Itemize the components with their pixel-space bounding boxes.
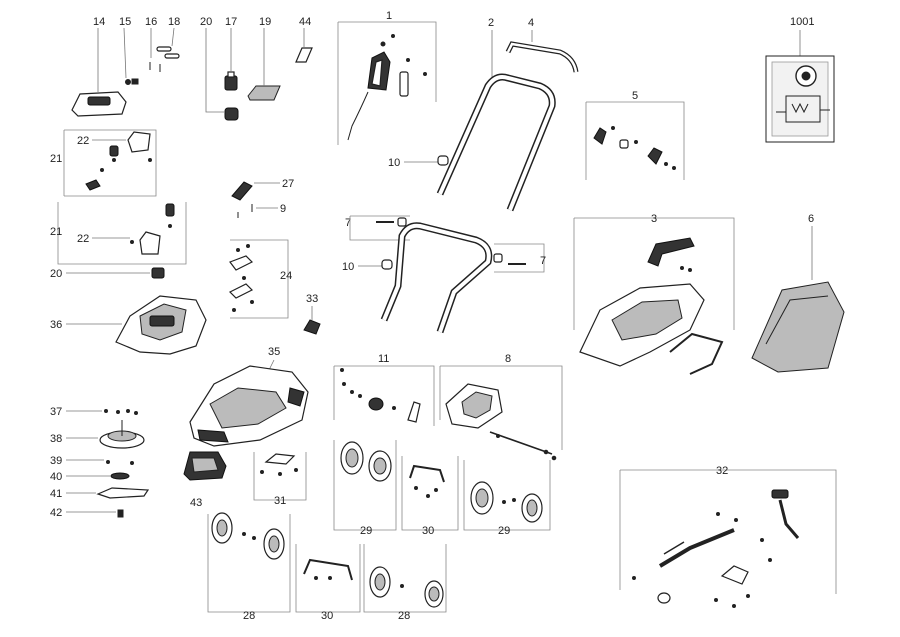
callout-36: 36 [50, 319, 62, 331]
part-height-adjuster-11 [340, 368, 421, 423]
part-lower-handle [380, 222, 493, 334]
part-rear-wheels-29-left [340, 441, 392, 482]
part-rear-wheels-29-right [470, 481, 543, 523]
callout-20-top: 20 [200, 16, 212, 28]
part-bail-bar-4 [505, 41, 579, 73]
callout-33: 33 [306, 293, 318, 305]
part-motor-38 [99, 420, 145, 449]
part-battery-holder-22-top [85, 131, 152, 191]
callout-43: 43 [190, 497, 202, 509]
part-grass-bag-6 [751, 281, 845, 373]
callout-1001: 1001 [790, 16, 814, 28]
callout-44: 44 [299, 16, 311, 28]
part-clamp-lever-27 [231, 181, 253, 201]
callout-28-right: 28 [398, 610, 410, 622]
part-grass-box-frame-3 [579, 237, 724, 375]
part-mulching-kit-32 [632, 489, 800, 608]
part-knob-10-top [437, 155, 449, 166]
part-cable-clip-5 [593, 126, 676, 170]
part-fan-39 [106, 460, 134, 465]
callout-16: 16 [145, 16, 157, 28]
part-knob-20-top [224, 107, 239, 121]
callout-3: 3 [651, 213, 657, 225]
callout-40: 40 [50, 471, 62, 483]
callout-22-bottom: 22 [77, 233, 89, 245]
part-bracket-18 [156, 46, 180, 59]
part-knob-20-bottom [151, 267, 165, 279]
part-axle-30-top [409, 464, 445, 498]
part-screw-9 [237, 204, 253, 218]
callout-1: 1 [386, 10, 392, 22]
callout-6: 6 [808, 213, 814, 225]
callout-29-left: 29 [360, 525, 372, 537]
part-bracket-33 [303, 319, 321, 335]
part-manual-19 [247, 85, 281, 101]
callout-19: 19 [259, 16, 271, 28]
part-rear-flap-8 [445, 383, 557, 461]
callout-20-bottom: 20 [50, 268, 62, 280]
callout-22-top: 22 [77, 135, 89, 147]
callout-8: 8 [505, 353, 511, 365]
callout-37: 37 [50, 406, 62, 418]
callout-30-bottom: 30 [321, 610, 333, 622]
callout-21-bottom: 21 [50, 226, 62, 238]
callout-35: 35 [268, 346, 280, 358]
callout-14: 14 [93, 16, 105, 28]
part-switch-box-1 [347, 34, 427, 141]
callout-2: 2 [488, 17, 494, 29]
part-cover-plate-31 [260, 453, 298, 476]
part-front-wheels-28-left [211, 512, 285, 560]
callout-17: 17 [225, 16, 237, 28]
callout-24: 24 [280, 270, 292, 282]
part-screw-7-left [376, 217, 407, 227]
callout-28-left: 28 [243, 610, 255, 622]
callout-10-top: 10 [388, 157, 400, 169]
callout-5: 5 [632, 90, 638, 102]
callout-18: 18 [168, 16, 180, 28]
part-blade-screw-42 [117, 509, 124, 518]
part-screw-7-right [493, 253, 526, 265]
callout-11: 11 [378, 353, 389, 365]
callout-41: 41 [50, 488, 62, 500]
part-top-cover-36 [115, 295, 207, 355]
part-front-wheels-28-right [369, 566, 444, 608]
part-battery-compartment-43 [183, 451, 227, 481]
callout-15: 15 [119, 16, 131, 28]
part-battery-14 [71, 91, 127, 117]
callout-9: 9 [280, 203, 286, 215]
callout-7-left: 7 [345, 217, 351, 229]
callout-27: 27 [282, 178, 294, 190]
part-screws-37 [104, 409, 138, 415]
part-plug-15 [125, 78, 139, 85]
part-label-44 [295, 47, 313, 63]
part-knob-10-bottom [381, 259, 393, 270]
part-upper-handle-2 [436, 73, 556, 212]
callout-31: 31 [274, 495, 286, 507]
part-cord-holder-24 [228, 244, 254, 312]
part-housing-35 [189, 365, 309, 447]
part-blade-41 [96, 487, 150, 499]
part-screws-16 [149, 62, 161, 72]
callout-10-bottom: 10 [342, 261, 354, 273]
callout-29-right: 29 [498, 525, 510, 537]
part-battery-holder-22-bottom [130, 203, 175, 255]
part-key-17 [224, 71, 238, 91]
callout-38: 38 [50, 433, 62, 445]
callout-39: 39 [50, 455, 62, 467]
part-axle-30-bottom [303, 558, 353, 581]
callout-42: 42 [50, 507, 62, 519]
part-washer-40 [110, 472, 130, 480]
callout-32: 32 [716, 465, 728, 477]
callout-30-top: 30 [422, 525, 434, 537]
callout-4: 4 [528, 17, 534, 29]
callout-7-right: 7 [540, 255, 546, 267]
callout-21-top: 21 [50, 153, 62, 165]
inset-wiring-1001 [765, 55, 835, 143]
